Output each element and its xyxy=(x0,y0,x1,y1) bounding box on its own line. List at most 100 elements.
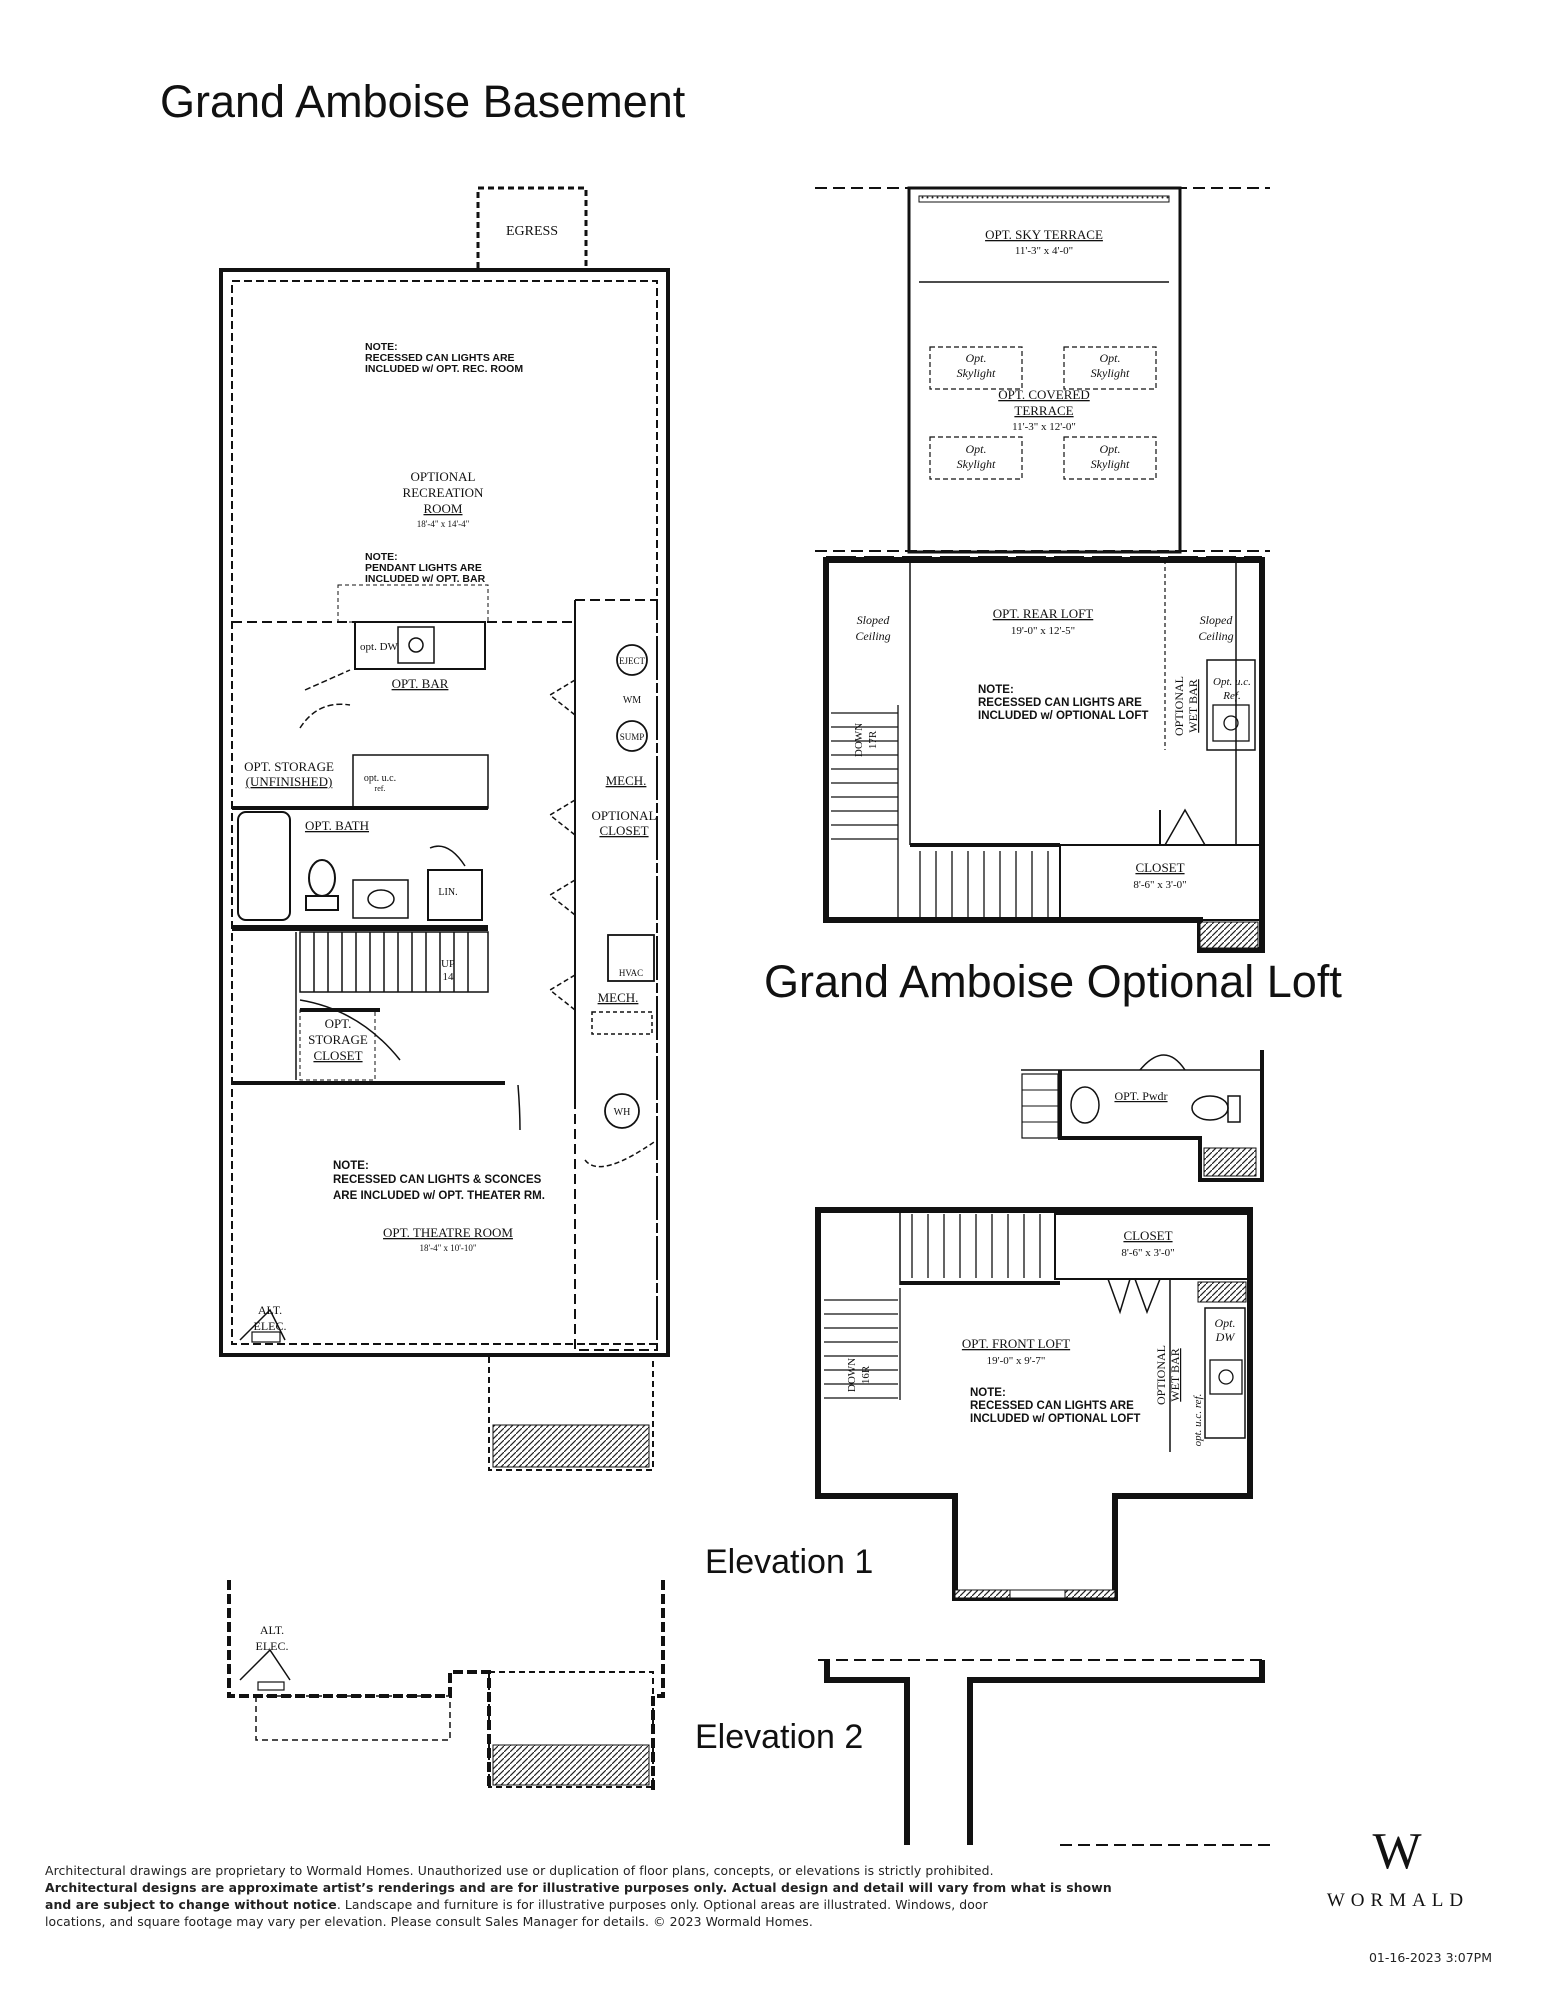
wm-label: WM xyxy=(623,695,641,706)
sloped-ceiling-right-2: Ceiling xyxy=(1198,629,1233,643)
elevation2-basement xyxy=(227,1580,665,1790)
front-uc-ref: opt. u.c. ref. xyxy=(1192,1394,1204,1447)
rear-wet-bar-line1: OPTIONAL xyxy=(1172,676,1186,736)
skylight-2-line1: Opt. xyxy=(1100,351,1121,365)
skylight-2-line2: Skylight xyxy=(1091,366,1130,380)
front-loft-note-line2: INCLUDED w/ OPTIONAL LOFT xyxy=(970,1413,1140,1425)
bar-note-line1: PENDANT LIGHTS ARE xyxy=(365,562,482,574)
egress-label: EGRESS xyxy=(506,224,558,239)
legal-disclaimer: Architectural drawings are proprietary t… xyxy=(45,1862,1135,1930)
lin-label: LIN. xyxy=(438,887,457,898)
covered-terrace-dim: 11'-3" x 12'-0" xyxy=(1012,421,1076,433)
sloped-ceiling-left-1: Sloped xyxy=(857,613,891,627)
powder-room-plan xyxy=(1021,1050,1264,1182)
rear-down-count: 17R xyxy=(867,730,879,749)
alt-elec-line1: ALT. xyxy=(258,1303,282,1317)
opt-storage-line1: OPT. STORAGE xyxy=(244,759,334,774)
front-wet-bar-line1: OPTIONAL xyxy=(1154,1345,1168,1405)
front-down-count: 16R xyxy=(860,1365,872,1384)
front-closet-dim: 8'-6" x 3'-0" xyxy=(1121,1247,1174,1259)
rear-closet-dim: 8'-6" x 3'-0" xyxy=(1133,879,1186,891)
rear-loft-note-line2: INCLUDED w/ OPTIONAL LOFT xyxy=(978,710,1148,722)
disclaimer-line3: and are subject to change without notice… xyxy=(45,1896,1135,1913)
basement-title: Grand Amboise Basement xyxy=(160,76,686,127)
up-label: UP xyxy=(441,958,455,970)
rear-closet-label: CLOSET xyxy=(1135,860,1184,875)
mech-label-1: MECH. xyxy=(606,773,647,788)
rec-note-line1: RECESSED CAN LIGHTS ARE xyxy=(365,352,515,364)
up-count: 14 xyxy=(443,971,455,983)
rear-wet-bar-line2: WET BAR xyxy=(1186,679,1200,732)
wh-label: WH xyxy=(614,1107,631,1118)
rec-room-line3: ROOM xyxy=(423,501,462,516)
elevation2-label: Elevation 2 xyxy=(695,1718,864,1756)
theatre-note-title: NOTE: xyxy=(333,1160,369,1172)
skylight-3-line1: Opt. xyxy=(966,442,987,456)
rear-uc-ref-line2: Ref. xyxy=(1222,690,1240,702)
front-wet-bar-line2: WET BAR xyxy=(1168,1348,1182,1401)
theatre-note-line1: RECESSED CAN LIGHTS & SCONCES xyxy=(333,1174,542,1186)
elevation1-label: Elevation 1 xyxy=(705,1543,874,1581)
sloped-ceiling-left-2: Ceiling xyxy=(855,629,890,643)
sloped-ceiling-right-1: Sloped xyxy=(1200,613,1234,627)
alt-elec-line2: ELEC. xyxy=(254,1319,287,1333)
theatre-note-line2: ARE INCLUDED w/ OPT. THEATER RM. xyxy=(333,1190,545,1202)
theatre-room-label: OPT. THEATRE ROOM xyxy=(383,1225,513,1240)
opt-bath-label: OPT. BATH xyxy=(305,818,369,833)
hvac-label: HVAC xyxy=(619,968,643,978)
print-date: 01-16-2023 3:07PM xyxy=(1368,1950,1492,1965)
rec-note-line2: INCLUDED w/ OPT. REC. ROOM xyxy=(365,363,523,375)
skylight-4-line1: Opt. xyxy=(1100,442,1121,456)
bar-note-line2: INCLUDED w/ OPT. BAR xyxy=(365,573,486,585)
opt-dw-line2: DW xyxy=(1215,1330,1236,1344)
rec-note-title: NOTE: xyxy=(365,341,398,353)
bar-note-title: NOTE: xyxy=(365,551,398,563)
front-down-label: DOWN xyxy=(846,1358,858,1392)
disclaimer-line4: locations, and square footage may vary p… xyxy=(45,1914,813,1929)
rear-loft-note-line1: RECESSED CAN LIGHTS ARE xyxy=(978,697,1142,709)
rec-room-dim: 18'-4" x 14'-4" xyxy=(417,519,470,529)
storage-closet-line2: STORAGE xyxy=(308,1032,368,1047)
elevation2-loft-plan xyxy=(818,1659,1270,1846)
covered-terrace-line2: TERRACE xyxy=(1014,403,1073,418)
opt-storage-line2: (UNFINISHED) xyxy=(246,774,333,789)
front-loft-note-line1: RECESSED CAN LIGHTS ARE xyxy=(970,1400,1134,1412)
sky-terrace-dim: 11'-3" x 4'-0" xyxy=(1015,245,1073,257)
basement-plan xyxy=(219,186,670,1471)
opt-dw-label: opt. DW xyxy=(360,641,399,653)
rec-room-line2: RECREATION xyxy=(403,485,485,500)
sky-terrace-label: OPT. SKY TERRACE xyxy=(985,227,1103,242)
theatre-room-dim: 18'-4" x 10'-10" xyxy=(419,1243,476,1253)
skylight-4-line2: Skylight xyxy=(1091,457,1130,471)
front-loft-note-title: NOTE: xyxy=(970,1387,1006,1399)
elev2-alt-elec-line1: ALT. xyxy=(260,1623,284,1637)
front-loft-dim: 19'-0" x 9'-7" xyxy=(987,1355,1046,1367)
covered-terrace-line1: OPT. COVERED xyxy=(998,387,1089,402)
elev2-alt-elec-line2: ELEC. xyxy=(256,1639,289,1653)
optional-closet-line2: CLOSET xyxy=(599,823,648,838)
opt-uc-ref-line2: ref. xyxy=(375,784,386,793)
disclaimer-line2: Architectural designs are approximate ar… xyxy=(45,1879,1135,1896)
disclaimer-line1: Architectural drawings are proprietary t… xyxy=(45,1863,994,1878)
storage-closet-line3: CLOSET xyxy=(313,1048,362,1063)
front-loft-label: OPT. FRONT LOFT xyxy=(962,1336,1070,1351)
skylight-3-line2: Skylight xyxy=(957,457,996,471)
rear-loft-plan xyxy=(815,186,1270,953)
wormald-logo-mark: W xyxy=(1372,1823,1422,1880)
disclaimer-line3-bold: and are subject to change without notice xyxy=(45,1897,337,1912)
rear-loft-dim: 19'-0" x 12'-5" xyxy=(1011,625,1075,637)
opt-uc-ref-line1: opt. u.c. xyxy=(364,773,396,784)
rec-room-line1: OPTIONAL xyxy=(411,469,476,484)
wormald-logo-name: WORMALD xyxy=(1326,1890,1470,1911)
powder-label: OPT. Pwdr xyxy=(1114,1089,1167,1103)
optional-closet-line1: OPTIONAL xyxy=(592,808,657,823)
rear-loft-note-title: NOTE: xyxy=(978,684,1014,696)
eject-label: EJECT xyxy=(619,656,646,666)
front-loft-plan xyxy=(815,1207,1253,1601)
storage-closet-line1: OPT. xyxy=(325,1016,352,1031)
opt-dw-line1: Opt. xyxy=(1215,1316,1236,1330)
mech-label-2: MECH. xyxy=(598,990,639,1005)
disclaimer-line2-bold: Architectural designs are approximate ar… xyxy=(45,1880,1112,1895)
rear-loft-label: OPT. REAR LOFT xyxy=(993,606,1094,621)
